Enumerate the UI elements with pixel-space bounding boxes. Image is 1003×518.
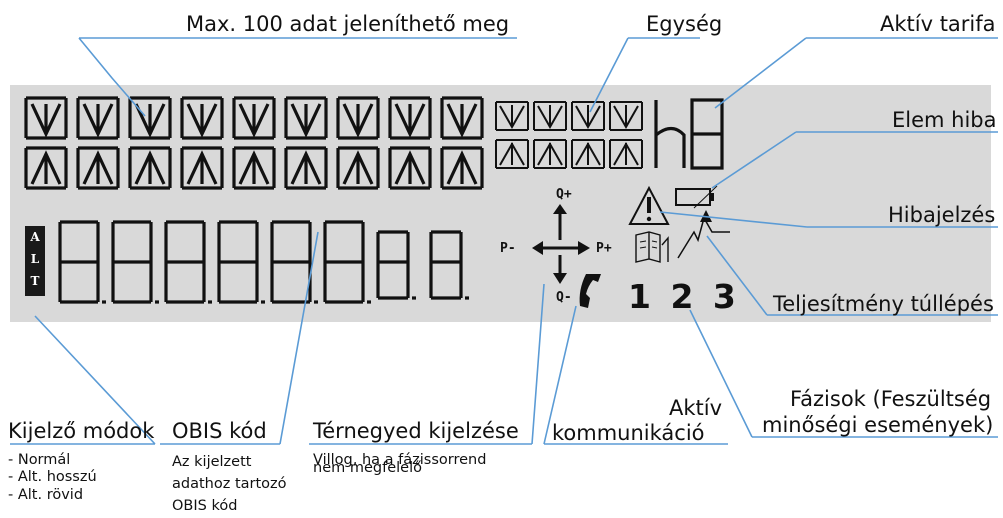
unit-alpha-segment <box>609 101 643 131</box>
display-modes-label: Kijelző módok <box>8 419 155 443</box>
obis-note: Az kijelzett adathoz tartozó OBIS kód <box>172 452 287 517</box>
digit-segment <box>58 220 100 304</box>
display-modes-list: - Normál - Alt. hosszú - Alt. rövid <box>8 452 97 504</box>
alt-letter-t: T <box>30 274 40 288</box>
p-plus-label: P+ <box>596 241 612 256</box>
digit-segment <box>111 220 153 304</box>
obis-note-line1: Az kijelzett <box>172 454 252 470</box>
phases-label-line1: Fázisok (Feszültség <box>790 387 992 411</box>
alpha-segment <box>336 96 380 140</box>
obis-note-line2: adathoz tartozó <box>172 475 287 492</box>
alpha-segment <box>180 146 224 190</box>
alpha-segment <box>128 96 172 140</box>
phases-label-line2: minőségi események) <box>762 413 994 437</box>
quadrant-note-line1: Villog, ha a fázissorrend <box>313 452 487 468</box>
alpha-segment <box>336 146 380 190</box>
numeric-segments <box>58 220 469 304</box>
digit-segment <box>164 220 206 304</box>
lcd-panel <box>10 85 991 322</box>
power-exceed-label: Teljesítmény túllépés <box>773 292 994 316</box>
q-minus-label: Q- <box>556 290 572 305</box>
mode-alt-short: - Alt. rövid <box>8 486 84 503</box>
alt-letter-a: A <box>30 230 40 244</box>
warning-triangle-icon <box>628 185 670 225</box>
alpha-segment <box>388 96 432 140</box>
unit-alpha-segment <box>495 101 529 131</box>
tariff-digit <box>690 98 724 170</box>
digit-segment <box>270 220 312 304</box>
unit-alpha-segment <box>533 139 567 169</box>
alpha-segment <box>232 146 276 190</box>
active-comm-label-line1: Aktív <box>669 396 723 420</box>
unit-segments <box>495 101 643 169</box>
quadrant-label: Térnegyed kijelzése <box>313 419 519 443</box>
p-minus-label: P- <box>500 241 516 256</box>
unit-alpha-segment <box>609 139 643 169</box>
alt-letter-l: L <box>30 252 40 266</box>
alpha-segment <box>284 146 328 190</box>
alpha-segment <box>388 146 432 190</box>
quadrant-note: Villog, ha a fázissorrend nem megfelelő <box>313 451 486 477</box>
quadrant-note-line2: nem megfelelő <box>313 460 422 477</box>
quadrant-arrows-icon <box>532 204 590 284</box>
mode-alt-long: - Alt. hosszú <box>8 469 97 486</box>
digit-segment <box>217 220 259 304</box>
alphanumeric-segments <box>24 96 484 190</box>
unit-alpha-segment <box>533 101 567 131</box>
alpha-segment <box>128 146 172 190</box>
mode-normal: - Normál <box>8 452 71 468</box>
active-comm-label-line2: kommunikáció <box>552 421 705 445</box>
leader-lines <box>10 37 998 445</box>
max-data-label: Max. 100 adat jeleníthető meg <box>186 12 510 36</box>
active-tariff-label: Aktív tarifa <box>880 12 996 36</box>
unit-alpha-segment <box>571 139 605 169</box>
alpha-segment <box>76 146 120 190</box>
digit-segment <box>429 230 463 300</box>
alpha-segment <box>440 96 484 140</box>
unit-alpha-segment <box>495 139 529 169</box>
alpha-segment <box>24 96 68 140</box>
q-plus-label: Q+ <box>556 187 572 202</box>
digit-segment <box>376 230 410 300</box>
error-signal-label: Hibajelzés <box>888 203 996 227</box>
alpha-segment <box>232 96 276 140</box>
phone-icon <box>579 274 601 308</box>
alpha-segment <box>180 96 224 140</box>
alt-mode-indicator: A L T <box>25 226 45 296</box>
obis-note-line3: OBIS kód <box>172 497 238 514</box>
book-icon <box>635 231 669 263</box>
unit-alpha-segment <box>571 101 605 131</box>
phase-numbers: 1 2 3 <box>628 277 740 316</box>
alpha-segment <box>284 96 328 140</box>
obis-label: OBIS kód <box>172 419 267 443</box>
alpha-segment <box>76 96 120 140</box>
unit-label: Egység <box>646 12 723 36</box>
battery-error-label: Elem hiba <box>892 108 997 132</box>
battery-icon <box>675 185 718 209</box>
alpha-segment <box>440 146 484 190</box>
alpha-segment <box>24 146 68 190</box>
unit-h-segment <box>654 100 686 168</box>
digit-segment <box>323 220 365 304</box>
